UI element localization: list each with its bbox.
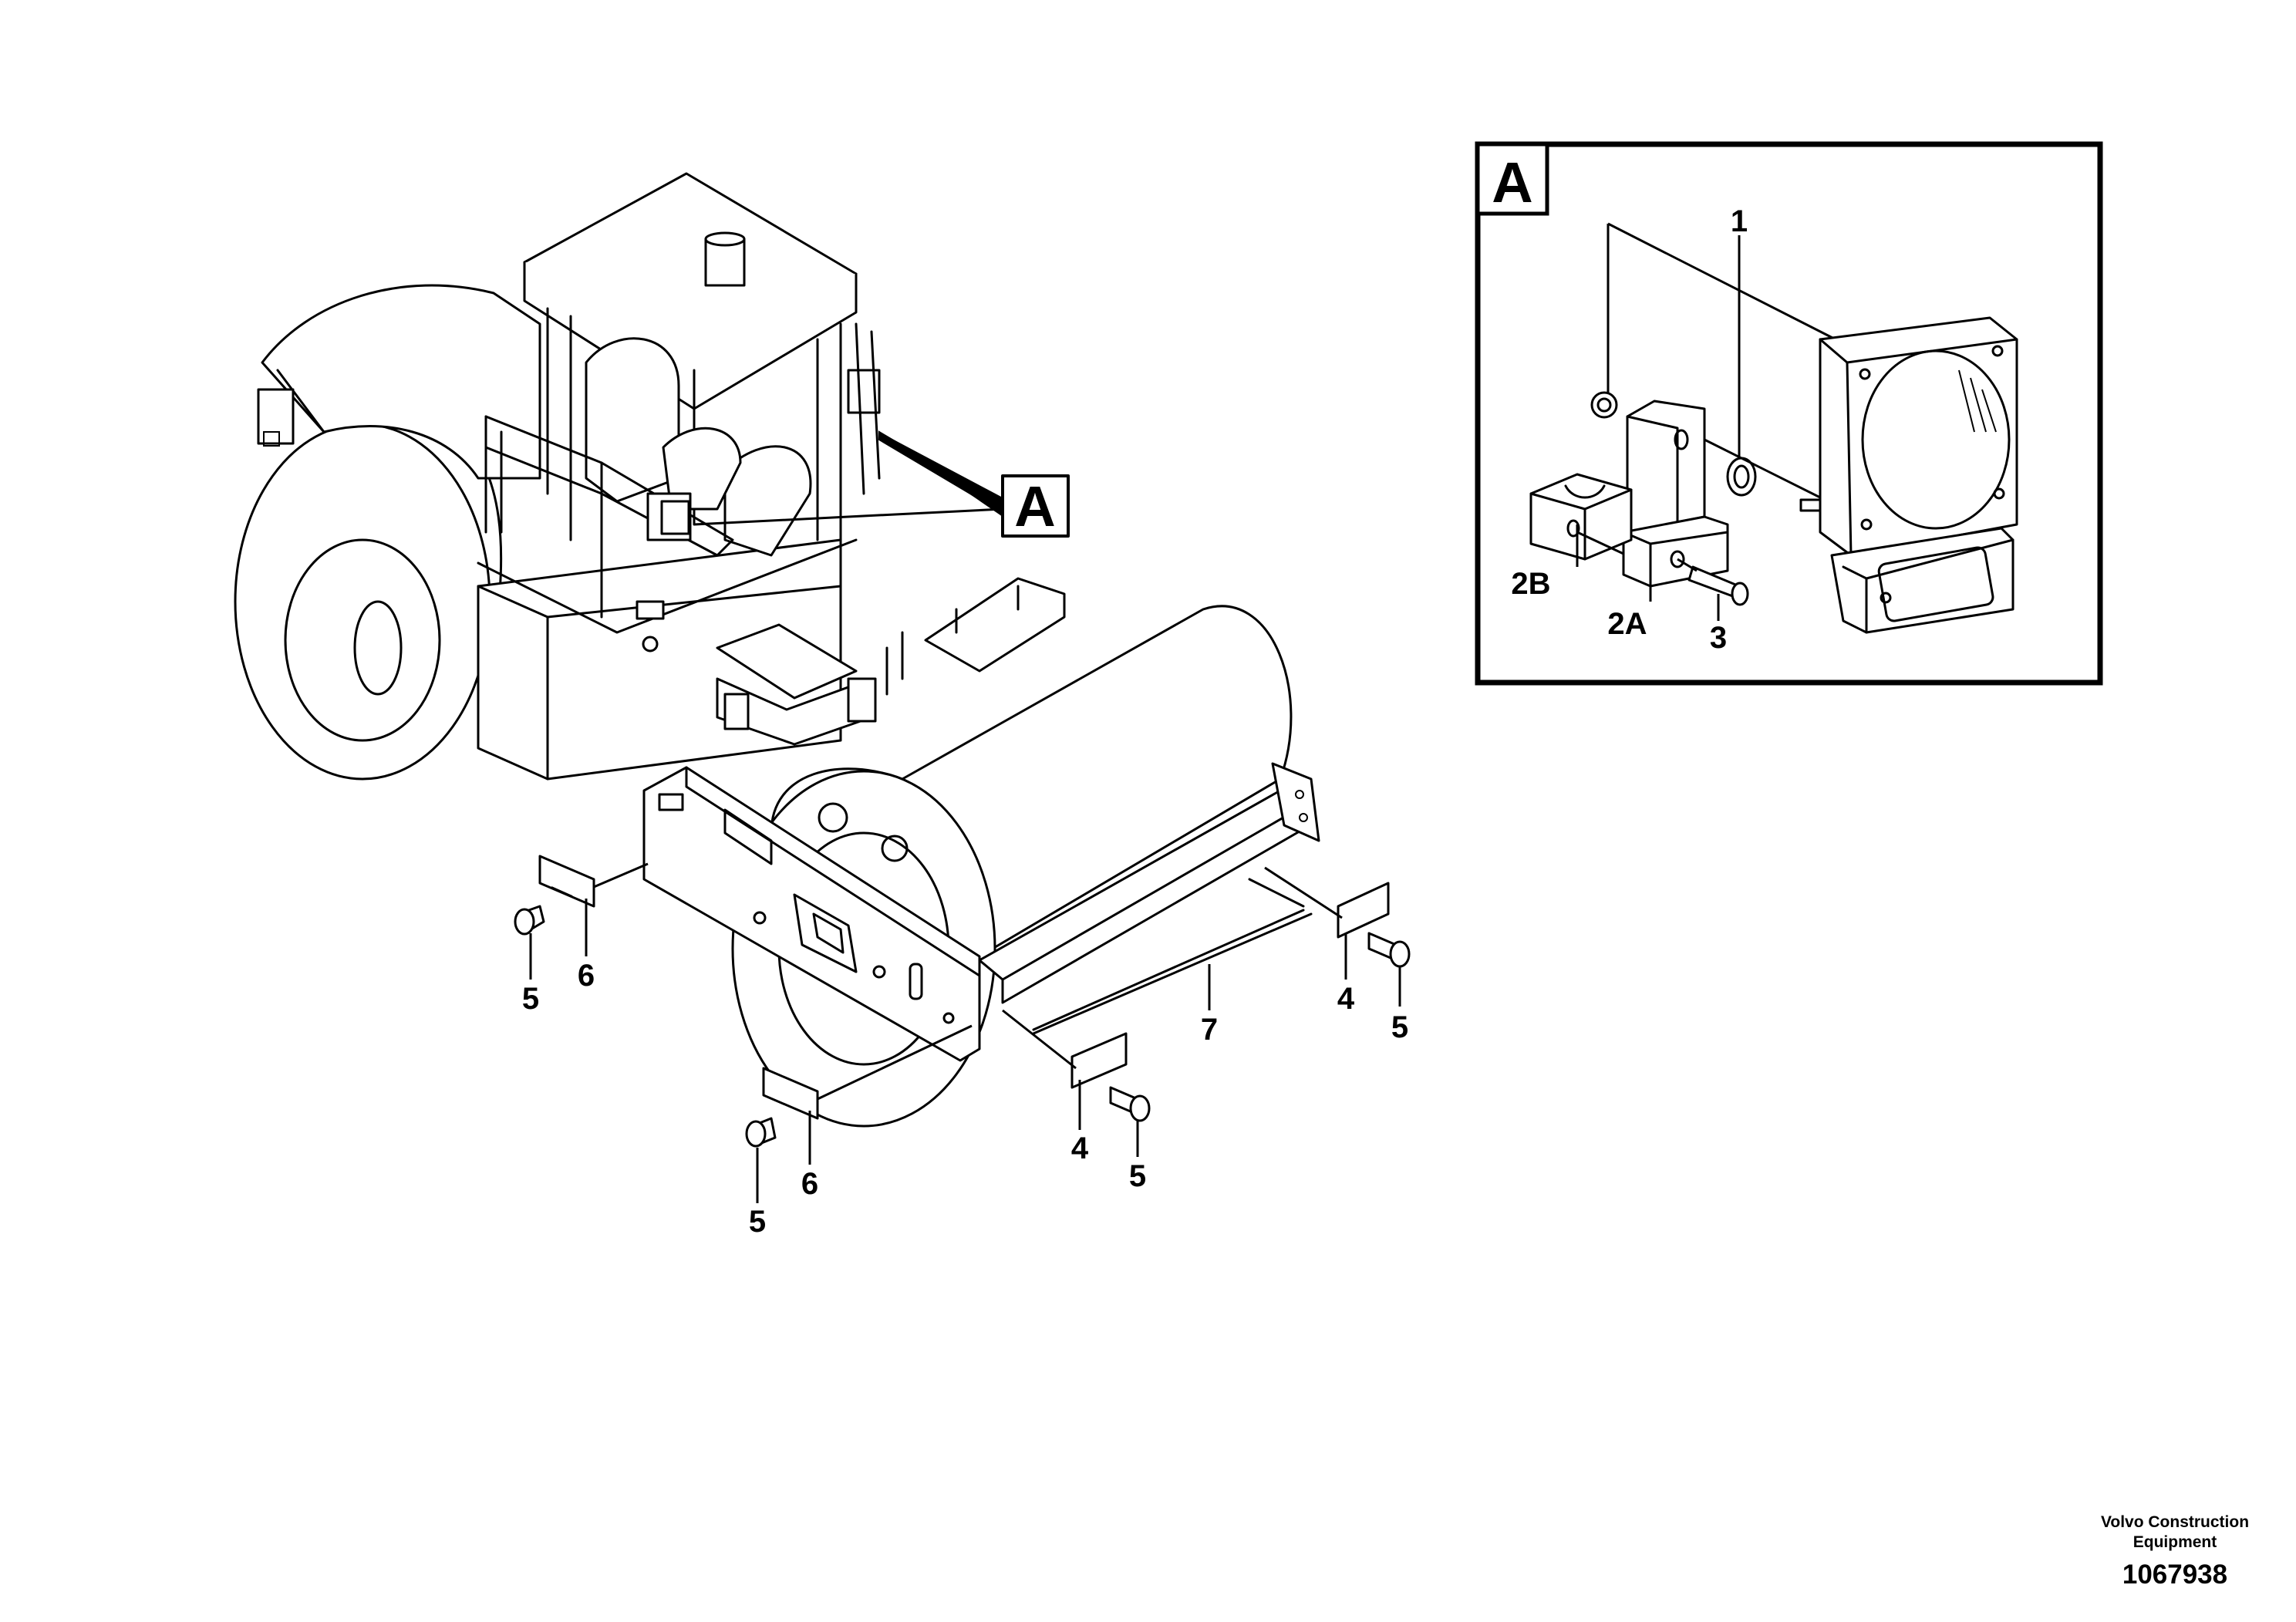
detail-view-a: A (1475, 141, 2103, 686)
block-2b (1529, 473, 1633, 561)
callout-2a: 2A (1607, 607, 1647, 641)
brand-line-1: Volvo Construction (2101, 1513, 2249, 1531)
rear-tire (234, 423, 503, 781)
footer: Volvo Construction Equipment 1067938 (2101, 1513, 2249, 1590)
part-callout-group-left (514, 855, 973, 1203)
drum-side-plate (642, 762, 1320, 1062)
plate-part-6-lower (762, 1067, 819, 1120)
cab (477, 172, 881, 653)
bolt-3 (1677, 558, 1749, 606)
plate-part-6-upper (538, 855, 595, 908)
bracket-2a (1622, 400, 1729, 588)
callout-5-lower-right: 5 (1129, 1159, 1146, 1193)
part-callout-group-right (1002, 866, 1411, 1157)
roller-machine-illustration (234, 172, 1320, 1128)
callout-4-lower-right: 4 (1071, 1131, 1089, 1165)
callout-7: 7 (1201, 1013, 1218, 1047)
brand-line-2: Equipment (2133, 1533, 2217, 1551)
articulation-joint (716, 623, 904, 746)
callout-6-lower-left: 6 (801, 1167, 818, 1201)
callout-3: 3 (1710, 621, 1727, 655)
front-frame (924, 577, 1066, 673)
detail-view-label: A (1492, 150, 1532, 214)
part-number: 1067938 (2122, 1560, 2227, 1590)
callout-2b: 2B (1511, 567, 1550, 601)
rear-body (257, 284, 541, 480)
detail-label-box (1475, 142, 1549, 216)
view-a-indicator: A (693, 430, 1070, 538)
main-callouts: 5 6 5 6 4 5 7 4 5 (522, 959, 1408, 1239)
plate-part-4-upper (1337, 882, 1390, 939)
callout-5-upper-left: 5 (522, 982, 539, 1016)
callout-1: 1 (1731, 204, 1748, 238)
work-lamp (1799, 316, 2018, 634)
callout-5-lower-left: 5 (749, 1205, 766, 1239)
callout-4-upper-right: 4 (1337, 982, 1355, 1016)
callout-5-upper-right: 5 (1391, 1010, 1408, 1044)
nut (1590, 391, 1618, 419)
callout-6-upper-left: 6 (578, 959, 595, 993)
plate-part-4-lower (1070, 1032, 1128, 1089)
view-a-label: A (1014, 474, 1055, 538)
